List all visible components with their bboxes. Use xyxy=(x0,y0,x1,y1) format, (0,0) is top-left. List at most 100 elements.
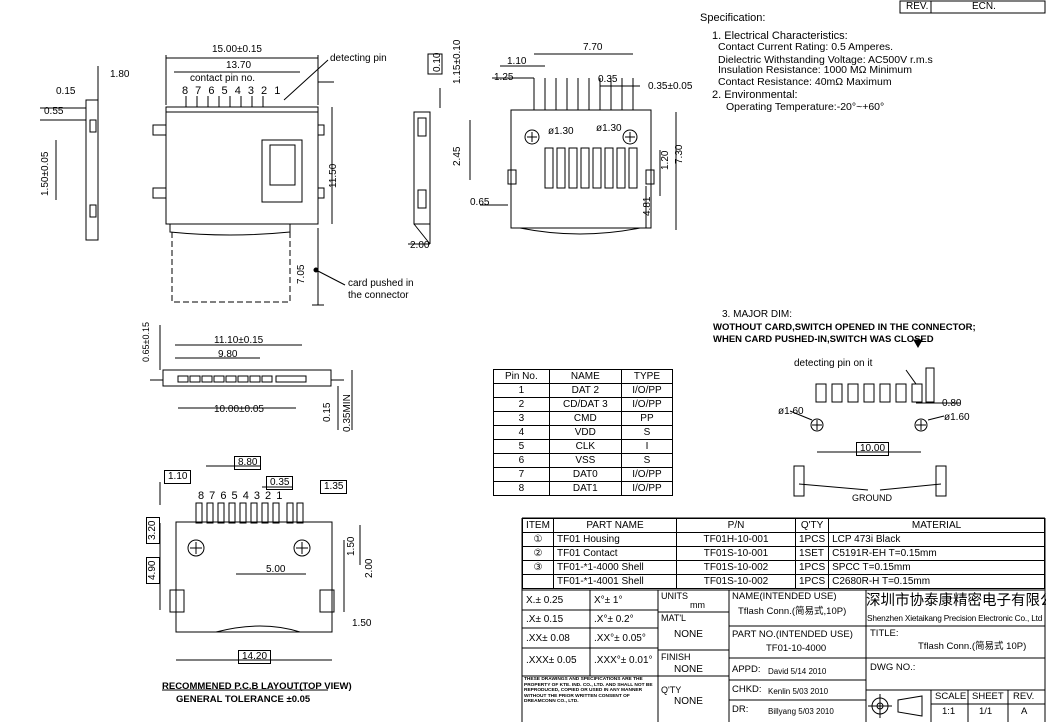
spec-temperature: Operating Temperature:-20°~+60° xyxy=(726,101,885,113)
company-name-cn: 深圳市协泰康精密电子有限公司 xyxy=(866,593,1046,609)
rev-header: REV. xyxy=(906,1,929,12)
spec-current: Contact Current Rating: 0.5 Amperes. xyxy=(718,41,894,53)
pin-cell: 7 xyxy=(493,467,550,482)
dr-label: DR: xyxy=(732,704,749,715)
parts-col-name: PART NAME xyxy=(553,518,677,533)
major-dim-line-2: WHEN CARD PUSHED-IN,SWITCH WAS CLOSED xyxy=(713,334,934,345)
pin-cell: 2 xyxy=(493,397,550,412)
label-card-pushed-1: card pushed in xyxy=(348,278,414,289)
tol-x: X.± 0.25 xyxy=(526,595,564,606)
pin-cell: S xyxy=(620,425,674,440)
parts-cell: ① xyxy=(522,532,554,547)
pcb-dim-8-80: 8.80 xyxy=(234,456,262,470)
pin-col-pin: Pin No. xyxy=(493,369,550,384)
pcb-dim-4-90: 4.90 xyxy=(146,556,160,584)
ecn-header: ECN. xyxy=(972,1,996,12)
pin-cell: 1 xyxy=(493,383,550,398)
revision-block-frame xyxy=(899,0,1046,14)
rev-label: REV. xyxy=(1013,691,1035,702)
pcb-dim-5-00: 5.00 xyxy=(266,564,286,575)
dim-0-65: 0.65 xyxy=(470,197,490,208)
matl-label: MAT'L xyxy=(661,613,687,623)
tol-x1-deg: .X°± 0.2° xyxy=(594,614,634,625)
dim-11-10: 11.10±0.15 xyxy=(214,335,264,346)
parts-col-item: ITEM xyxy=(522,518,554,533)
parts-cell: 1PCS xyxy=(794,574,830,589)
label-card-pushed-2: the connector xyxy=(348,290,409,301)
label-detecting-pin-on-it: detecting pin on it xyxy=(794,358,873,369)
pcb-dim-1-50b: 1.50 xyxy=(352,618,372,629)
title-value: Tflash Conn.(简易式 10P) xyxy=(918,641,1027,652)
partno-label: PART NO.(INTENDED USE) xyxy=(732,629,853,640)
spec-electrical-heading: 1. Electrical Characteristics: xyxy=(712,30,848,42)
appd-label: APPD: xyxy=(732,664,761,675)
partno-value: TF01-10-4000 xyxy=(766,643,827,654)
pin-col-type: TYPE xyxy=(620,369,674,384)
major-dim-line-1: WOTHOUT CARD,SWITCH OPENED IN THE CONNEC… xyxy=(713,322,976,333)
sheet-label: SHEET xyxy=(972,691,1004,702)
dim-0-35-tol: 0.35±0.05 xyxy=(648,81,693,92)
appd-value: David 5/14 2010 xyxy=(768,667,827,676)
tol-x3: .XXX± 0.05 xyxy=(526,655,577,666)
projection-symbol xyxy=(868,694,923,718)
pcb-dim-0-35: 0.35 xyxy=(266,476,294,490)
spec-insulation: Insulation Resistance: 1000 MΩ Minimum xyxy=(718,64,913,76)
sheet-value: 1/1 xyxy=(979,706,993,717)
pin-cell: VSS xyxy=(548,453,622,468)
tol-x3-deg: .XXX°± 0.01° xyxy=(594,655,653,666)
dwg-label: DWG NO.: xyxy=(870,662,916,673)
parts-col-pn: P/N xyxy=(676,518,796,533)
parts-cell: TF01H-10-001 xyxy=(676,532,796,547)
spec-dielectric: Dielectric Withstanding Voltage: AC500V … xyxy=(718,54,933,66)
parts-cell: C5191R-EH T=0.15mm xyxy=(828,546,1045,561)
parts-cell: LCP 473i Black xyxy=(828,532,1045,547)
pin-cell: DAT0 xyxy=(548,467,622,482)
tol-x-deg: X°± 1° xyxy=(594,595,623,606)
dim-2-00: 2.00 xyxy=(410,240,430,251)
qty-label: Q'TY xyxy=(661,685,682,695)
label-contact-pin-no: contact pin no. xyxy=(190,73,256,84)
spec-title: Specification: xyxy=(700,12,766,24)
dr-value: Billyang 5/03 2010 xyxy=(768,707,834,716)
pin-cell: I/O/PP xyxy=(620,467,674,482)
side-view-outline xyxy=(408,53,471,245)
dim-1-80: 1.80 xyxy=(110,69,130,80)
chkd-label: CHKD: xyxy=(732,684,762,695)
dim-9-80: 9.80 xyxy=(218,349,238,360)
pin-cell: PP xyxy=(620,411,674,426)
dim-0-65-tol: 0.65±0.15 xyxy=(141,322,151,362)
qty-value: NONE xyxy=(674,696,703,707)
parts-cell: TF01-*1-4001 Shell xyxy=(553,574,677,589)
dim-hole-1-60a: ø1.60 xyxy=(778,406,804,417)
top-view-side-profile xyxy=(40,66,99,241)
pin-table-header: Pin No. NAME TYPE xyxy=(493,369,674,384)
bottom-view-outline xyxy=(150,325,353,430)
dim-hole-1-30a: ø1.30 xyxy=(548,126,574,137)
pcb-pin-numbers: 8 7 6 5 4 3 2 1 xyxy=(198,490,284,502)
pin-cell: 8 xyxy=(493,481,550,496)
label-ground: GROUND xyxy=(852,493,892,503)
dim-11-50: 11.50 xyxy=(328,163,339,188)
ownership-notice: THESE DRAWINGS AND SPECIFICATIONS ARE TH… xyxy=(524,677,653,704)
dim-0-55: 0.55 xyxy=(44,106,64,117)
dim-0-10: 0.10 xyxy=(432,52,443,72)
scale-value: 1:1 xyxy=(942,706,956,717)
dim-4-81: 4.81 xyxy=(642,196,653,216)
parts-cell: TF01S-10-002 xyxy=(676,560,796,575)
dim-1-15: 1.15±0.10 xyxy=(452,39,463,84)
dim-hole-1-60b: ø1.60 xyxy=(944,412,970,423)
parts-cell: TF01 Housing xyxy=(553,532,677,547)
dim-0-15: 0.15 xyxy=(56,86,76,97)
parts-cell: 1PCS xyxy=(794,560,830,575)
pin-cell: 5 xyxy=(493,439,550,454)
tol-x1: .X± 0.15 xyxy=(526,614,564,625)
pin-cell: CMD xyxy=(548,411,622,426)
chkd-value: Kenlin 5/03 2010 xyxy=(768,687,829,696)
